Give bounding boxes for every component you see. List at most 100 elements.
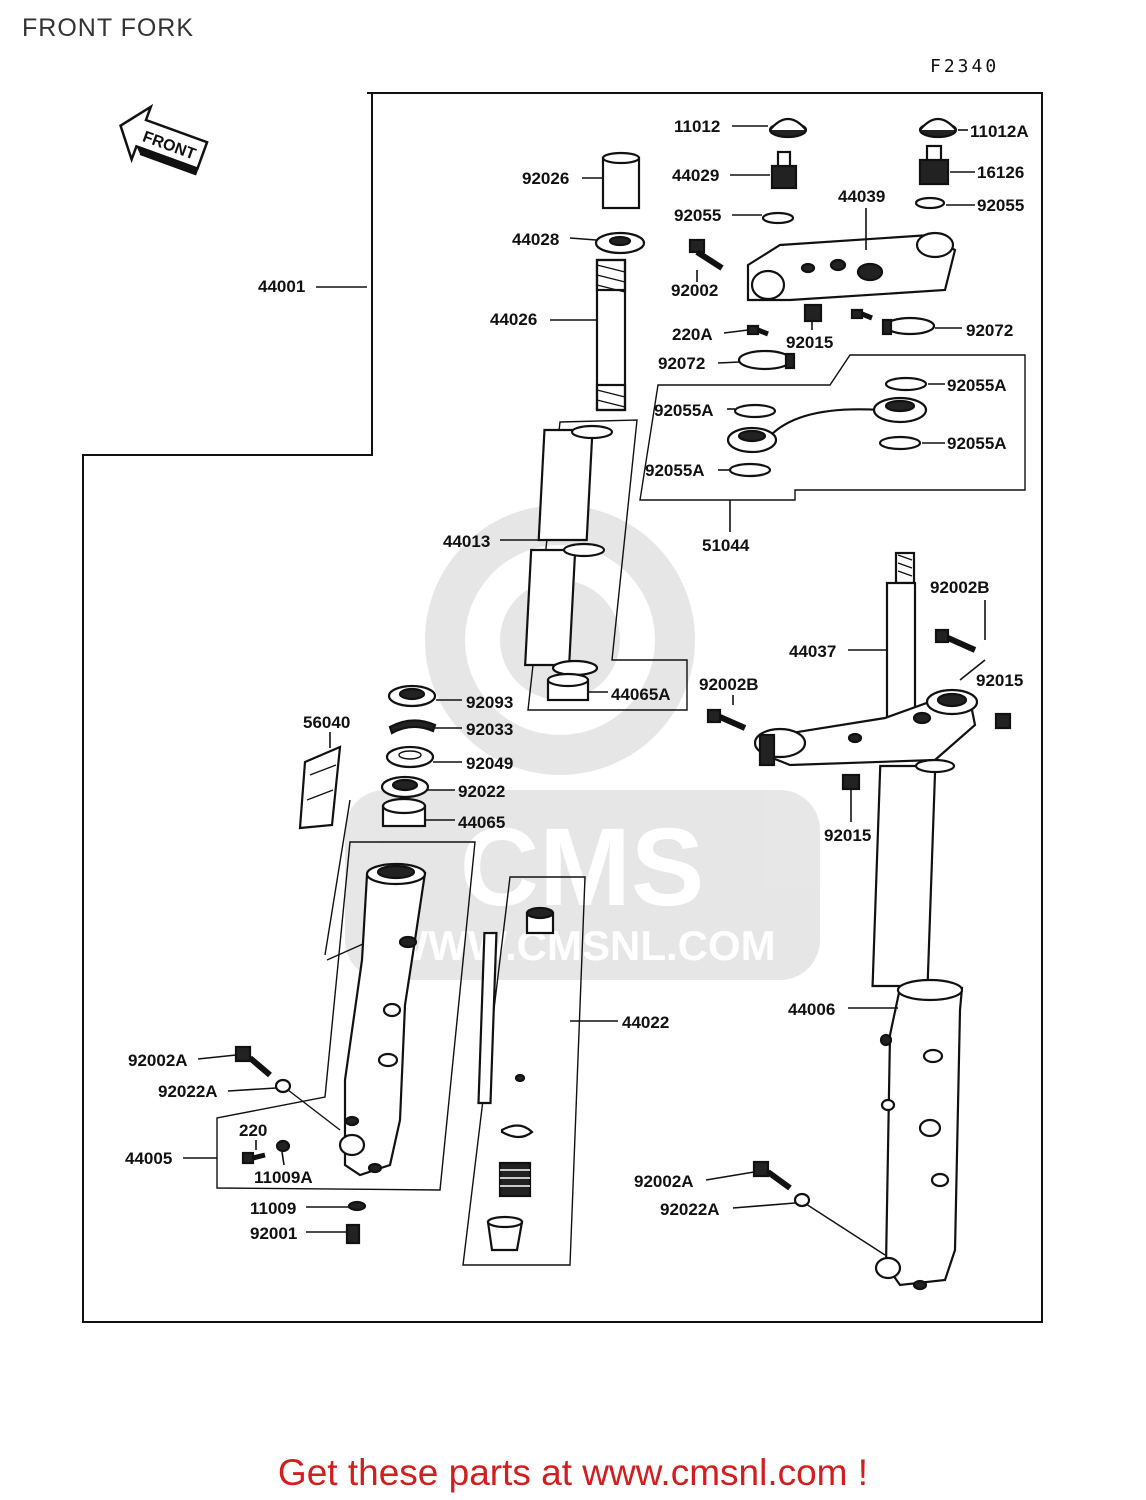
label-44029: 44029 — [672, 166, 719, 185]
label-92049: 92049 — [466, 754, 513, 773]
label-92033: 92033 — [466, 720, 513, 739]
clip-92033 — [388, 719, 437, 735]
label-44028: 44028 — [512, 230, 559, 249]
label-44005: 44005 — [125, 1149, 172, 1168]
steering-stem-44037 — [753, 551, 979, 767]
label-44037: 44037 — [789, 642, 836, 661]
footer-link-banner[interactable]: Get these parts at www.cmsnl.com ! — [277, 1452, 869, 1493]
label-92072-left: 92072 — [658, 354, 705, 373]
label-92015-top: 92015 — [786, 333, 833, 352]
leader-left-bolt — [287, 1089, 341, 1131]
watermark: CMS WWW.CMSNL.COM — [345, 505, 820, 980]
label-92022a-right: 92022A — [660, 1200, 720, 1219]
label-44006: 44006 — [788, 1000, 835, 1019]
watermark-badge — [345, 790, 820, 980]
label-92002a-right: 92002A — [634, 1172, 694, 1191]
seal-92055a-1 — [884, 376, 928, 392]
inner-tube-44013 — [523, 424, 614, 677]
label-11009a: 11009A — [254, 1168, 313, 1187]
nut-92015-bottom — [841, 773, 861, 791]
bush-44065a — [546, 672, 590, 702]
fork-leg-44006 — [871, 758, 964, 1291]
washer-11009a — [275, 1139, 291, 1153]
outer-tube-frame-44005 — [216, 841, 476, 1191]
washer-92022a-right — [793, 1192, 811, 1208]
nut-92015-top — [803, 303, 823, 323]
clamp-92072-right — [881, 316, 936, 336]
seal-92022 — [380, 775, 430, 799]
bolt-220 — [241, 1151, 266, 1165]
label-92022: 92022 — [458, 782, 505, 801]
label-92055-right: 92055 — [977, 196, 1024, 215]
label-56040: 56040 — [303, 713, 350, 732]
seal-92055a-2 — [733, 403, 777, 419]
label-44065a: 44065A — [611, 685, 671, 704]
inner-tube-frame-44013 — [527, 419, 688, 711]
label-11009: 11009 — [250, 1199, 296, 1218]
label-92002b-left: 92002B — [699, 675, 759, 694]
label-92072-right: 92072 — [966, 321, 1013, 340]
label-220: 220 — [239, 1121, 267, 1140]
label-44039: 44039 — [838, 187, 885, 206]
nut-92015-right — [994, 712, 1012, 730]
bolt-220a — [746, 324, 769, 337]
assembly-frame-44001 — [82, 92, 1043, 1323]
label-44013: 44013 — [443, 532, 490, 551]
bearing-kit-frame-51044 — [639, 354, 1026, 501]
screw-92001 — [345, 1223, 361, 1245]
oring-92055-left — [761, 211, 795, 225]
bush-44065 — [381, 797, 427, 828]
label-44026: 44026 — [490, 310, 537, 329]
label-92026: 92026 — [522, 169, 569, 188]
part-labels: 11012 11012A 92026 44029 16126 92055 920… — [125, 117, 1029, 1243]
cap-11012 — [768, 117, 808, 139]
label-92022a-left: 92022A — [158, 1082, 218, 1101]
label-92055a-2: 92055A — [654, 401, 714, 420]
label-92002: 92002 — [671, 281, 718, 300]
label-16126: 16126 — [977, 163, 1024, 182]
label-220a: 220A — [672, 325, 713, 344]
label-44022: 44022 — [622, 1013, 669, 1032]
label-92015-bottom: 92015 — [824, 826, 871, 845]
label-92055a-4: 92055A — [645, 461, 705, 480]
label-92015-right: 92015 — [976, 671, 1023, 690]
damper-rod-44022 — [477, 906, 555, 1252]
label-11012a: 11012A — [970, 122, 1029, 141]
leader-right-bolt — [805, 1203, 886, 1256]
label-92055a-1: 92055A — [947, 376, 1007, 395]
label-44065: 44065 — [458, 813, 505, 832]
damper-rod-frame-44022 — [462, 876, 586, 1266]
seal-92055a-4 — [728, 462, 772, 478]
bolt-92002a-right — [752, 1160, 792, 1191]
label-11012: 11012 — [674, 117, 720, 136]
spring-44026 — [595, 258, 627, 412]
seat-44028 — [594, 231, 646, 255]
tube-44037-upper-bearing — [726, 396, 928, 454]
washer-11009 — [347, 1200, 367, 1212]
decal-56040 — [298, 745, 342, 830]
bolt-92002a-left — [234, 1045, 272, 1078]
seal-92055a-3 — [878, 435, 922, 451]
page-title: FRONT FORK — [22, 14, 195, 42]
front-arrow-icon: FRONT — [119, 103, 209, 176]
figure-code: F2340 — [930, 56, 1000, 77]
nut-44029 — [770, 150, 798, 190]
bolt-92002b-left — [706, 708, 747, 731]
nut-16126 — [918, 144, 950, 186]
clamp-92072-left — [737, 349, 796, 371]
washer-92049 — [385, 745, 435, 769]
collar-92026 — [601, 151, 641, 210]
seal-92093 — [387, 684, 437, 708]
washer-92022a-left — [274, 1078, 292, 1094]
label-92002a-left: 92002A — [128, 1051, 188, 1070]
label-44001: 44001 — [258, 277, 305, 296]
watermark-brand: CMS — [460, 806, 704, 929]
cap-11012a — [918, 117, 958, 139]
outer-tube-44005 — [338, 862, 427, 1177]
bolt-upper-clamp — [850, 308, 873, 321]
label-51044: 51044 — [702, 536, 750, 555]
oring-92055-right — [914, 196, 946, 210]
label-92093: 92093 — [466, 693, 513, 712]
leader-lines — [183, 125, 986, 1233]
bolt-92002 — [688, 238, 724, 271]
